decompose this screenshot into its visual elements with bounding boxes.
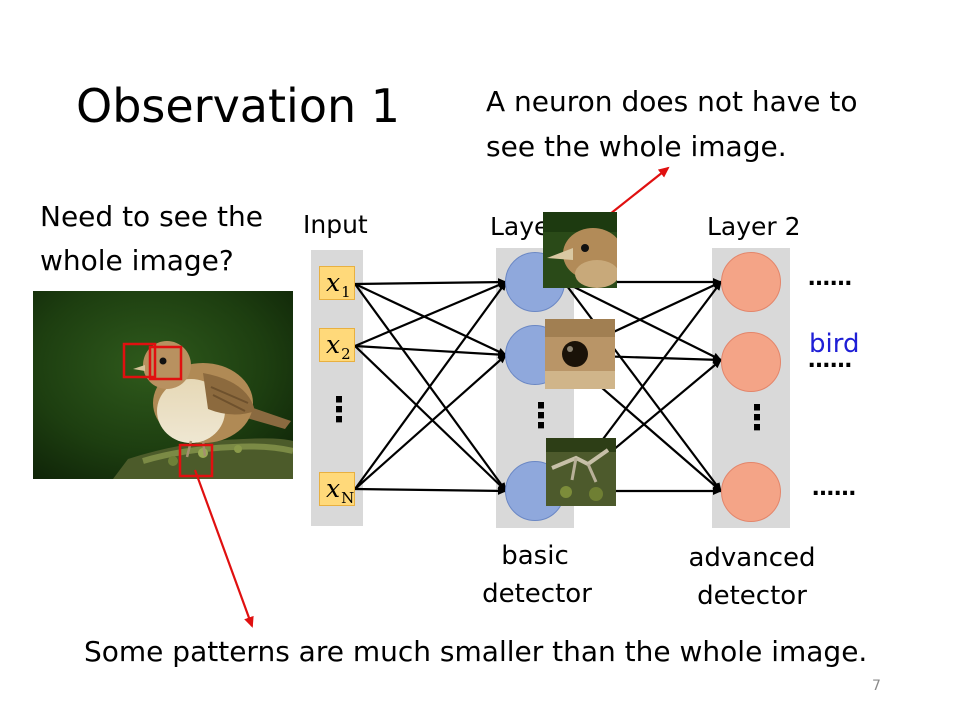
input-label: Input xyxy=(303,210,368,239)
bird-photo-highlight-eye xyxy=(148,345,183,381)
note-top-line2: see the whole image. xyxy=(486,130,787,163)
slide-title: Observation 1 xyxy=(76,79,400,133)
layer1-vertical-ellipsis: ⋮ xyxy=(524,396,558,436)
note-top-line1: A neuron does not have to xyxy=(486,85,858,118)
layer1-caption-line2: detector xyxy=(482,579,592,609)
patch-beak-drawing xyxy=(543,212,617,288)
bird-photo-highlight-claw xyxy=(178,443,214,478)
question-line2: whole image? xyxy=(40,244,234,277)
patch-claw-drawing xyxy=(546,438,616,506)
layer2-vertical-ellipsis: ⋮ xyxy=(740,398,774,438)
bird-photo-highlight-beak xyxy=(122,342,157,379)
page-number: 7 xyxy=(872,678,881,694)
input-x2: x2 xyxy=(319,328,355,363)
layer2-node-2 xyxy=(721,332,781,392)
input-xN: xN xyxy=(319,472,355,507)
bird-photo xyxy=(33,291,293,479)
bird-photo-drawing xyxy=(33,291,293,479)
input-vertical-ellipsis: ⋮ xyxy=(322,390,356,430)
layer2-node-1 xyxy=(721,252,781,312)
layer2-caption-line2: detector xyxy=(697,581,807,611)
layer2-output-dots-1: …… xyxy=(808,266,852,291)
layer2-label: Layer 2 xyxy=(707,212,801,241)
patch-eye-drawing xyxy=(545,319,615,389)
arrow-to-note xyxy=(604,166,670,219)
patch-eye xyxy=(545,319,615,389)
patch-claw xyxy=(546,438,616,506)
layer1-caption-line1: basic xyxy=(501,541,569,571)
patch-beak xyxy=(543,212,617,288)
bird-label: bird xyxy=(809,329,860,359)
layer2-output-dots-2: …… xyxy=(808,348,852,373)
input-x1: x1 xyxy=(319,266,355,301)
layer2-node-3 xyxy=(721,462,781,522)
question-line1: Need to see the xyxy=(40,200,263,233)
layer2-caption-line1: advanced xyxy=(688,543,816,573)
layer2-output-dots-3: …… xyxy=(812,476,856,501)
bottom-text: Some patterns are much smaller than the … xyxy=(84,635,868,668)
arrow-to-bottom-text xyxy=(193,469,254,628)
